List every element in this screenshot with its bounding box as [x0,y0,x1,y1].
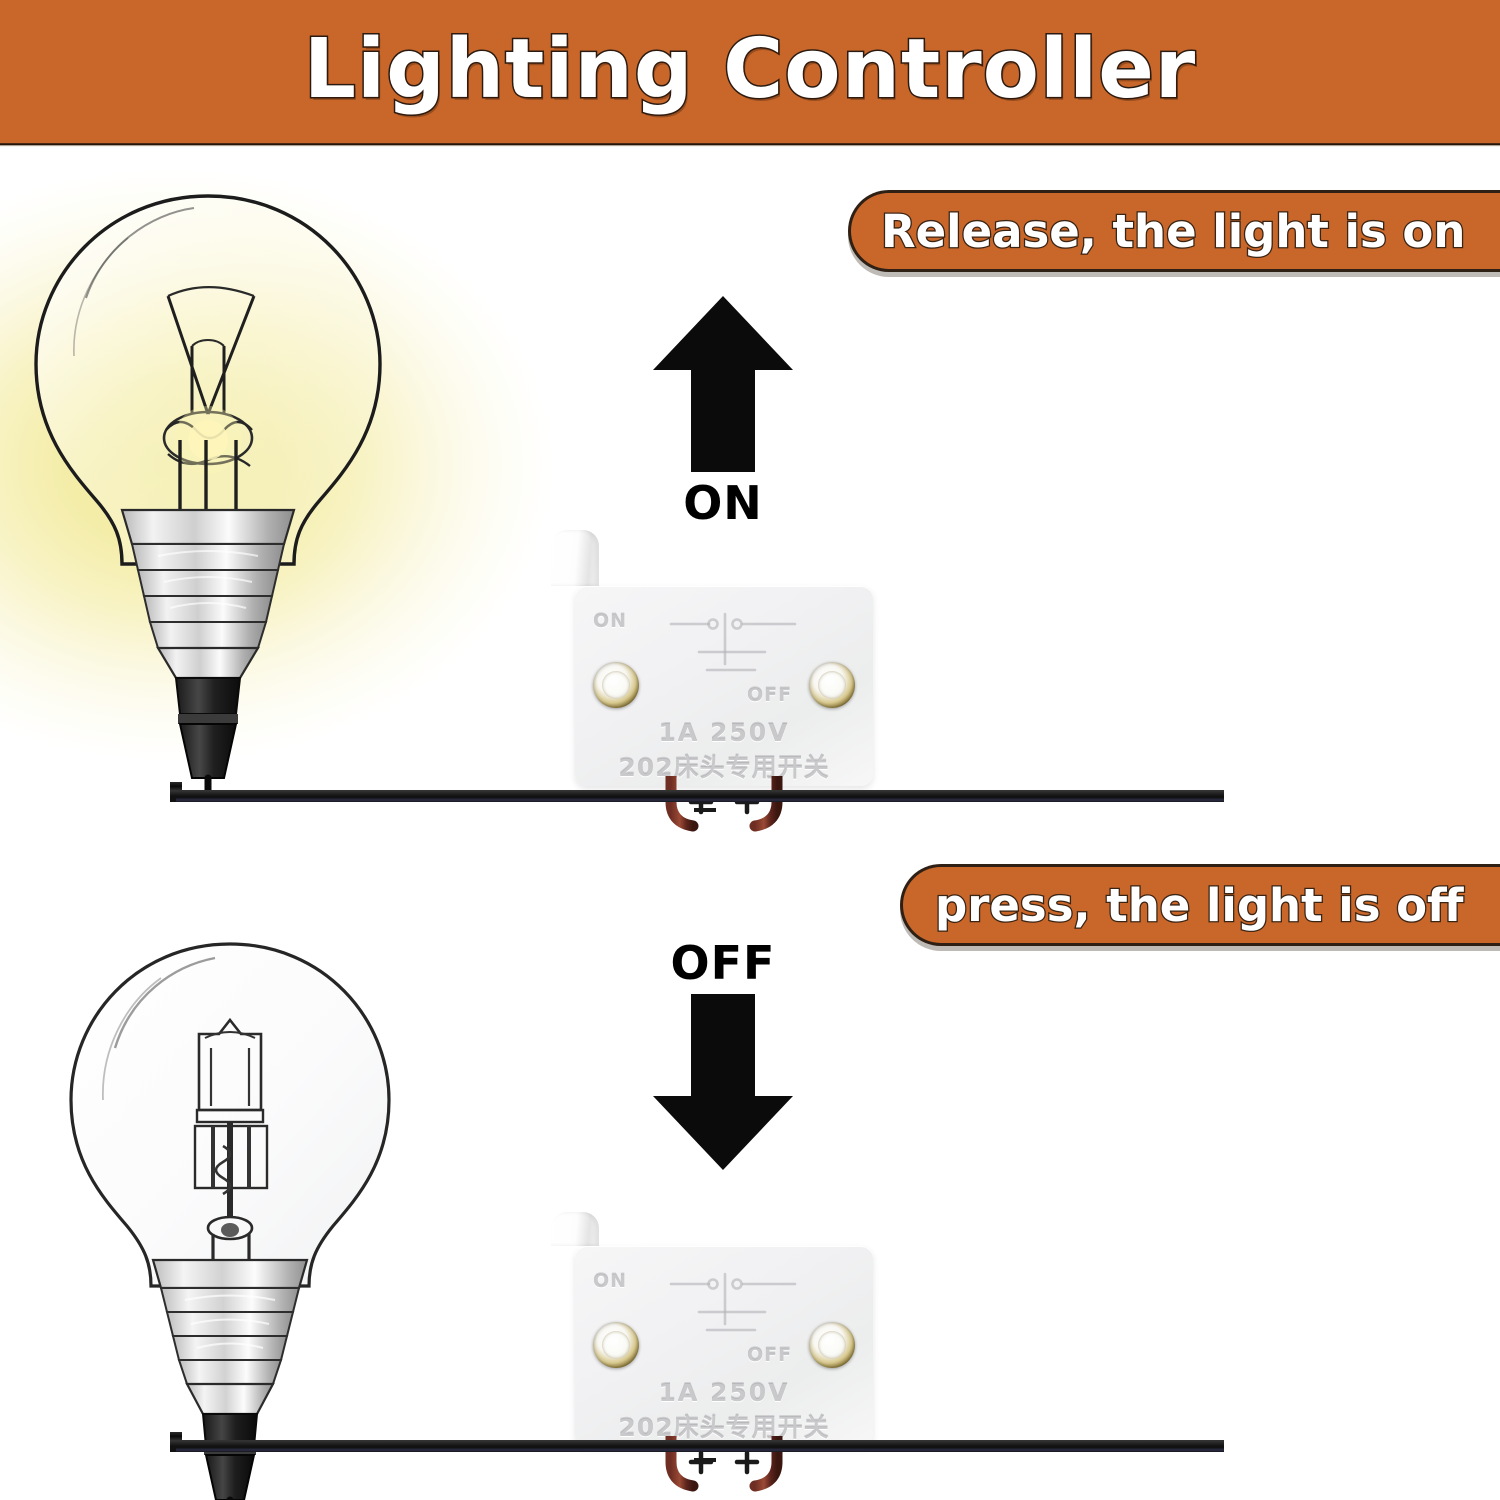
page-title: Lighting Controller [302,21,1197,119]
header-divider [0,143,1500,147]
arrow-down-icon [653,994,793,1170]
switch-terminal-screw-right-2 [809,1322,855,1368]
switch-button-pressed[interactable] [551,1212,599,1246]
switch-pins-2 [665,1436,783,1492]
wire-circuit-off [170,1430,1230,1471]
switch-on-marking: ON [593,610,628,632]
bulb-unlit [45,930,415,1500]
switch-schematic-icon-2 [669,1272,797,1332]
bulb-lit-svg [34,194,382,800]
wire-line-on [170,782,1224,812]
header-banner: Lighting Controller [0,0,1500,143]
switch-body-off: ON OFF 1A 250V 202床头专用开 [575,1246,873,1446]
bulb-unlit-svg [69,942,391,1500]
arrow-off-group: OFF [633,940,813,1176]
switch-terminal-screw-left [593,662,639,708]
panel-light-on: Release, the light is on [0,147,1500,847]
panel-light-off: press, the light is off [0,850,1500,1500]
switch-terminal-screw-right [809,662,855,708]
callout-on-text: Release, the light is on [880,203,1467,259]
switch-terminal-screw-left-2 [593,1322,639,1368]
arrow-off-label: OFF [670,936,776,990]
bulb-lit [8,178,408,823]
switch-model-text-2: 202床头专用开关 [618,1413,830,1442]
switch-on-marking-2: ON [593,1270,628,1292]
switch-schematic-icon [669,612,797,672]
wire-line-off [170,1432,1224,1462]
callout-off-text: press, the light is off [934,877,1465,933]
switch-rating-text-2: 1A 250V [658,1378,790,1407]
arrow-up-icon [653,296,793,472]
callout-release-light-on: Release, the light is on [848,190,1500,272]
arrow-on-label: ON [683,476,763,530]
switch-off-marking: OFF [747,684,793,706]
wire-circuit-on [170,780,1230,821]
switch-button-released[interactable] [551,530,599,586]
switch-model-text: 202床头专用开关 [618,753,830,782]
switch-off-marking-2: OFF [747,1344,793,1366]
arrow-on-group: ON [633,290,813,526]
switch-body-on: ON OFF 1A 250V 202床头专用开 [575,586,873,786]
switch-rating-text: 1A 250V [658,718,790,747]
callout-press-light-off: press, the light is off [900,864,1500,946]
